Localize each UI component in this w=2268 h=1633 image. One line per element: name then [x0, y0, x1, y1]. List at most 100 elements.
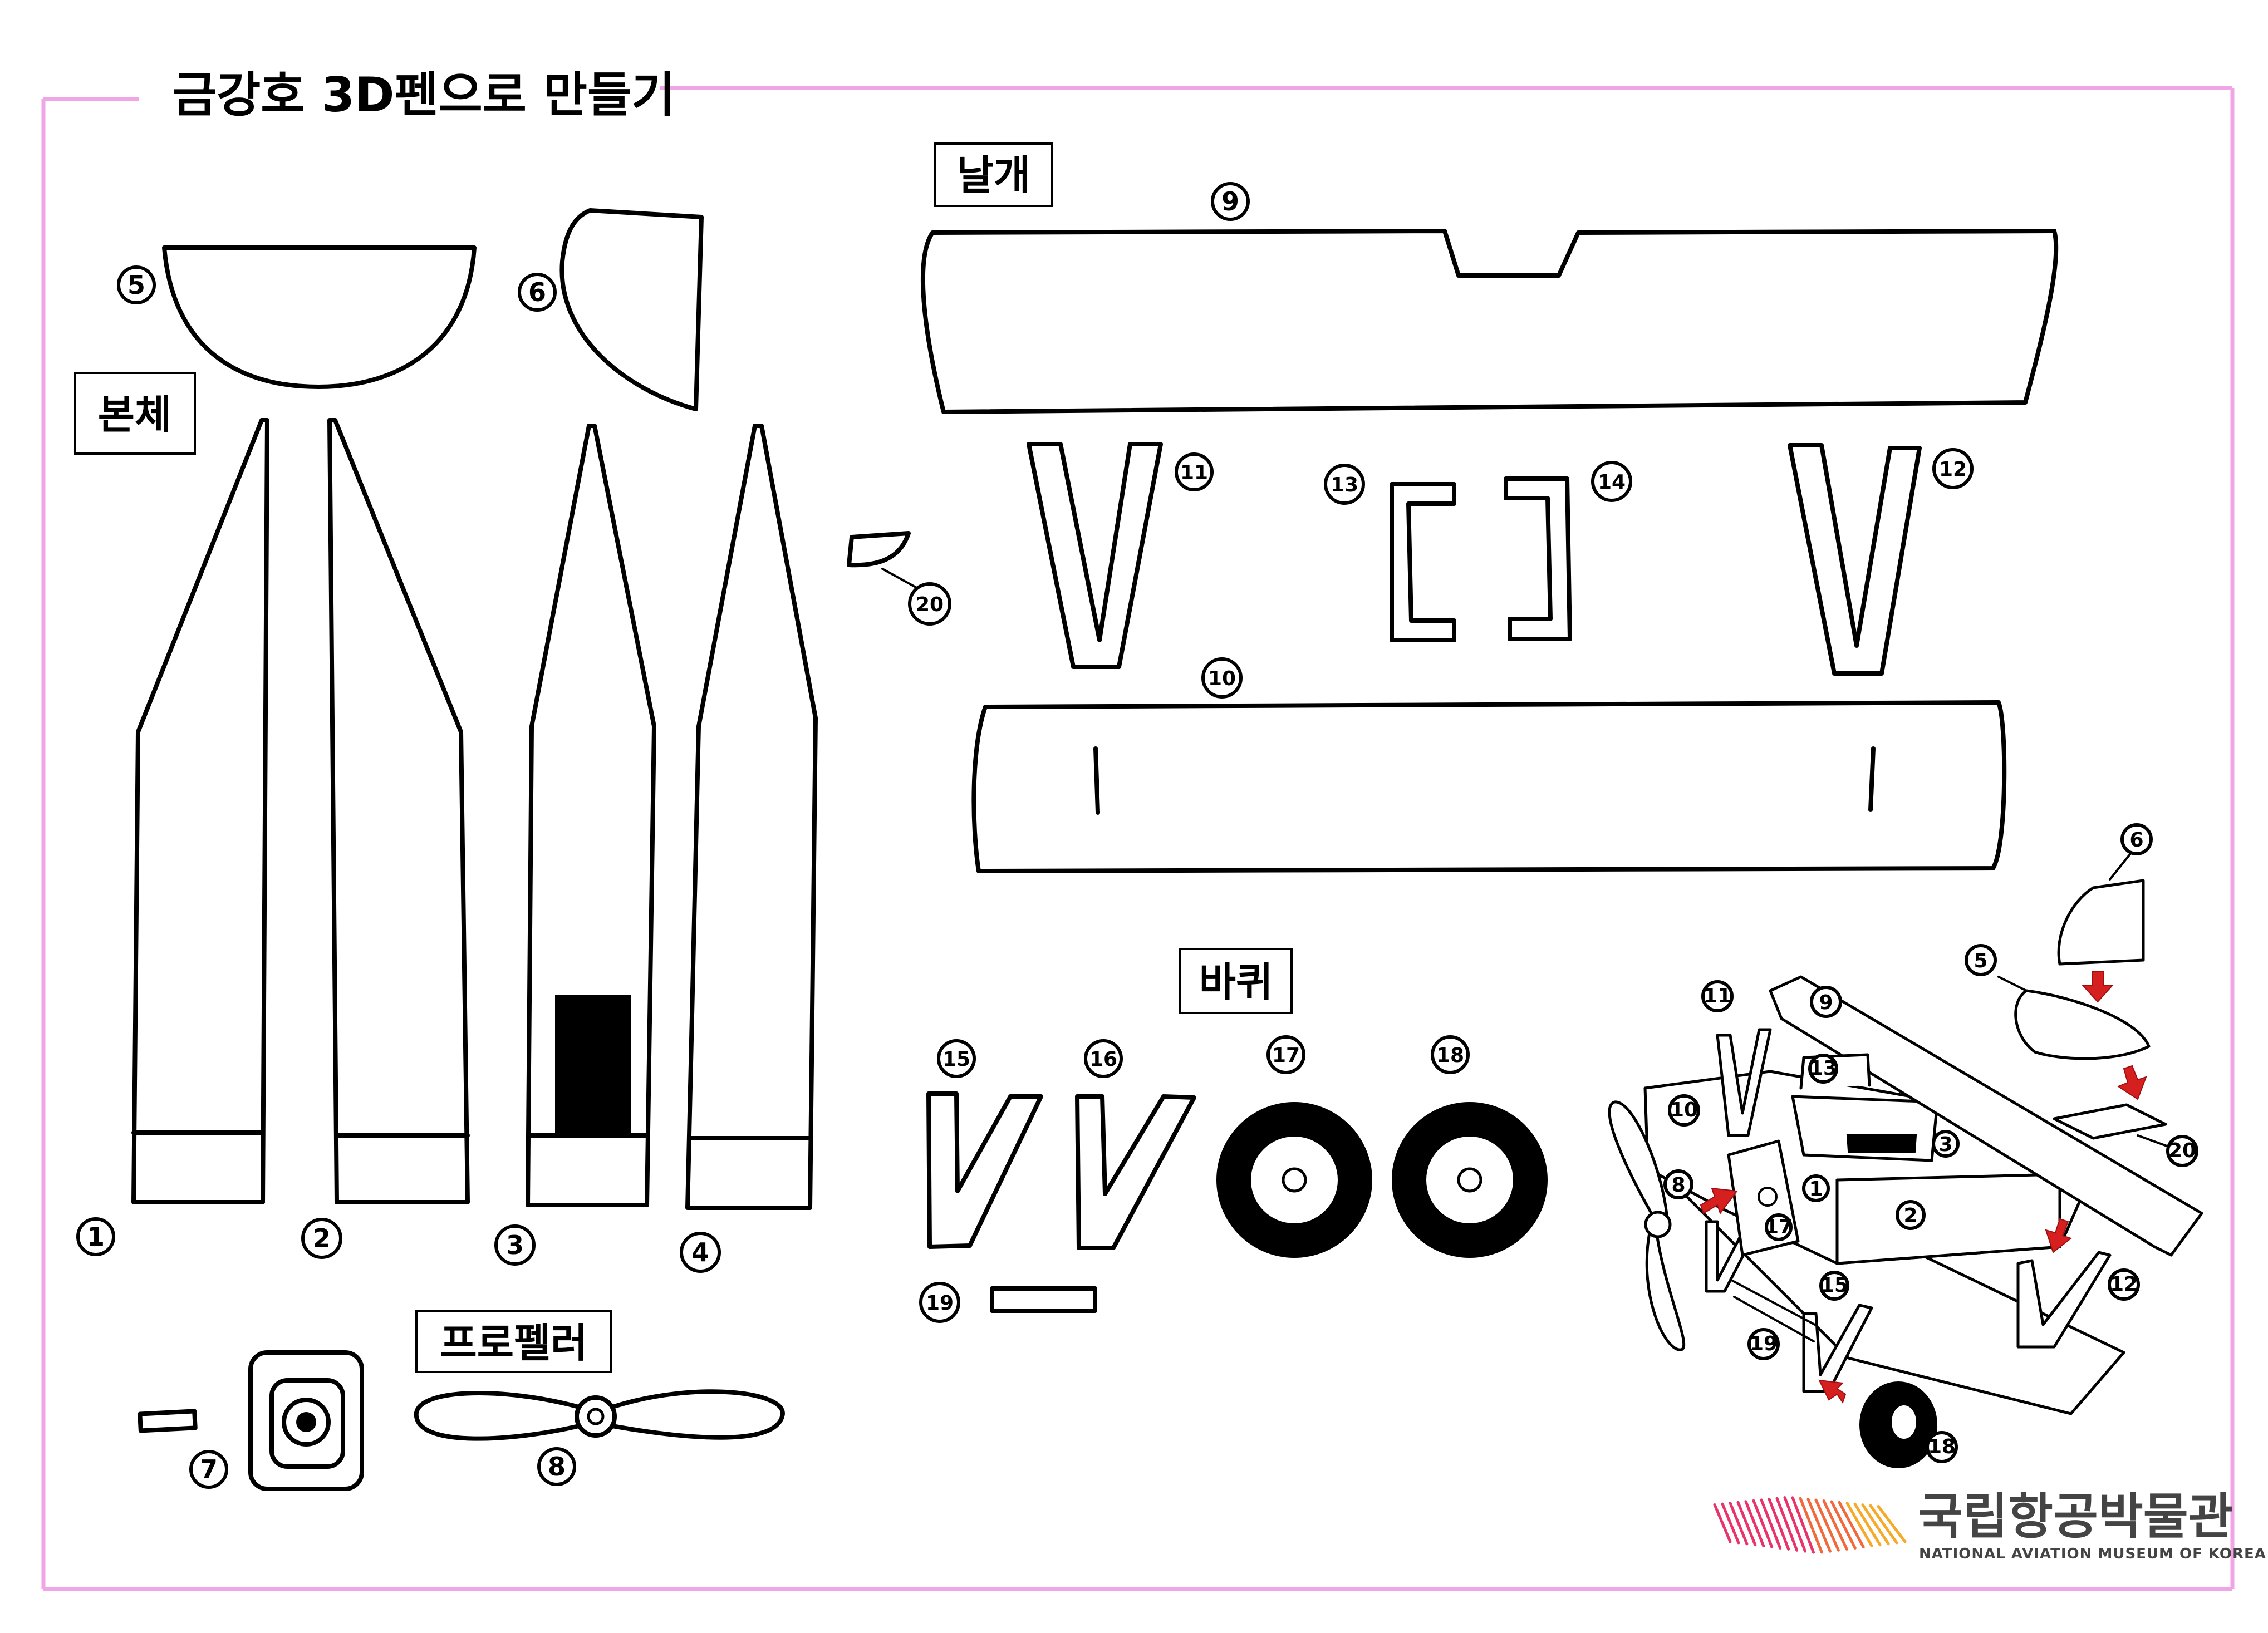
- red-arrow-icon: [2117, 1065, 2147, 1100]
- part-9-upper-wing: [920, 229, 2059, 414]
- assembly-number-3: 3: [1932, 1130, 1960, 1158]
- part-5-cowling: [162, 245, 477, 389]
- part-20-small-piece: [847, 531, 917, 588]
- assembly-number-13: 13: [1808, 1054, 1838, 1084]
- page-title: 금강호 3D펜으로 만들기: [173, 67, 675, 123]
- part-7-small-bar: [138, 1409, 198, 1433]
- assembly-number-17: 17: [1765, 1213, 1793, 1241]
- part-number-4: 4: [680, 1232, 721, 1273]
- svg-text:2: 2: [313, 1223, 331, 1253]
- svg-text:6: 6: [528, 277, 546, 307]
- svg-text:3: 3: [506, 1230, 524, 1260]
- svg-text:17: 17: [1765, 1216, 1793, 1238]
- svg-text:18: 18: [1928, 1435, 1956, 1458]
- logo-stroke: [1869, 1504, 1898, 1545]
- logo-stroke: [1729, 1502, 1749, 1546]
- section-label-wing: 날개: [934, 142, 1053, 207]
- part-number-18: 18: [1431, 1035, 1470, 1074]
- logo-stroke: [1877, 1505, 1907, 1543]
- museum-logo-icon: [1713, 1496, 1907, 1554]
- svg-text:15: 15: [942, 1048, 970, 1071]
- svg-text:11: 11: [1180, 461, 1208, 484]
- section-label-propeller: 프로펠러: [415, 1310, 612, 1373]
- assembly-number-1: 1: [1802, 1174, 1830, 1202]
- part-number-16: 16: [1084, 1039, 1123, 1078]
- part-11-strut: [1027, 442, 1163, 669]
- section-label-body: 본체: [74, 372, 196, 455]
- logo-stroke: [1783, 1496, 1807, 1553]
- part-3-body-panel: [526, 424, 656, 1207]
- svg-text:3: 3: [1938, 1133, 1952, 1156]
- part-10-lower-wing: [971, 700, 2007, 873]
- part-13-bracket: [1390, 482, 1456, 642]
- svg-text:6: 6: [2129, 829, 2143, 852]
- logo-stroke: [1791, 1496, 1815, 1554]
- logo-stroke: [1721, 1502, 1740, 1545]
- svg-text:19: 19: [1750, 1332, 1778, 1355]
- part-number-20: 20: [908, 582, 951, 626]
- red-arrow-icon: [2045, 1218, 2073, 1253]
- svg-text:12: 12: [1939, 458, 1967, 481]
- logo-stroke: [1806, 1498, 1832, 1553]
- part-number-6: 6: [518, 273, 557, 312]
- svg-text:4: 4: [691, 1237, 709, 1267]
- svg-text:5: 5: [127, 270, 145, 300]
- svg-text:1: 1: [1809, 1178, 1823, 1201]
- assembly-number-12: 12: [2108, 1268, 2140, 1301]
- part-number-12: 12: [1932, 448, 1974, 489]
- part-number-13: 13: [1324, 464, 1365, 505]
- part-number-1: 1: [76, 1217, 115, 1256]
- svg-text:12: 12: [2110, 1273, 2138, 1296]
- red-arrow-icon: [2081, 971, 2114, 1003]
- part-12-strut: [1788, 443, 1922, 676]
- museum-name-ko: 국립항공박물관: [1918, 1488, 2233, 1545]
- part-number-11: 11: [1175, 452, 1214, 491]
- svg-text:10: 10: [1670, 1099, 1698, 1122]
- part-14-bracket: [1504, 476, 1572, 641]
- logo-stroke: [1838, 1501, 1865, 1549]
- part-number-14: 14: [1591, 461, 1632, 502]
- part-number-19: 19: [919, 1282, 960, 1323]
- red-arrow-icon: [1818, 1379, 1847, 1404]
- part-4-body-panel: [685, 424, 818, 1210]
- svg-text:16: 16: [1089, 1048, 1117, 1071]
- section-label-wheel-text: 바퀴: [1199, 959, 1273, 1006]
- part-1-body-panel: [131, 418, 269, 1204]
- logo-stroke: [1752, 1499, 1774, 1549]
- svg-text:7: 7: [200, 1454, 218, 1484]
- part-3-cockpit-cutout: [555, 995, 631, 1134]
- part-19-axle: [990, 1286, 1097, 1313]
- svg-text:9: 9: [1819, 991, 1833, 1014]
- assembly-number-10: 10: [1668, 1094, 1700, 1127]
- part-number-17: 17: [1266, 1035, 1305, 1074]
- svg-text:2: 2: [1903, 1204, 1917, 1227]
- svg-text:13: 13: [1331, 474, 1358, 496]
- svg-text:1: 1: [87, 1222, 105, 1252]
- assembly-number-19: 19: [1747, 1328, 1780, 1360]
- page-frame: [41, 86, 2235, 1591]
- part-number-10: 10: [1201, 657, 1243, 699]
- part-number-5: 5: [117, 265, 156, 304]
- logo-stroke: [1853, 1502, 1882, 1547]
- logo-stroke: [1822, 1499, 1848, 1551]
- logo-stroke: [1799, 1497, 1823, 1554]
- part-number-8: 8: [537, 1447, 576, 1486]
- part-18-wheel: [1392, 1102, 1548, 1258]
- part-8-propeller: [414, 1389, 785, 1441]
- assembly-diagram: [1608, 850, 2203, 1468]
- assembly-number-2: 2: [1896, 1200, 1926, 1230]
- part-16-wheel-strut: [1075, 1094, 1196, 1250]
- logo-stroke: [1768, 1498, 1790, 1551]
- assembly-number-9: 9: [1810, 986, 1842, 1018]
- museum-logo: 국립항공박물관 NATIONAL AVIATION MUSEUM OF KORE…: [1713, 1488, 2266, 1562]
- svg-text:8: 8: [1671, 1174, 1685, 1197]
- section-label-wing-text: 날개: [957, 152, 1030, 199]
- svg-text:20: 20: [916, 593, 944, 616]
- svg-text:11: 11: [1704, 985, 1731, 1007]
- part-7-propeller-mount: [248, 1350, 364, 1491]
- svg-text:17: 17: [1272, 1044, 1300, 1067]
- svg-text:13: 13: [1809, 1057, 1837, 1080]
- assembly-number-6: 6: [2120, 823, 2153, 855]
- assembly-upper-wing: [1769, 975, 2203, 1257]
